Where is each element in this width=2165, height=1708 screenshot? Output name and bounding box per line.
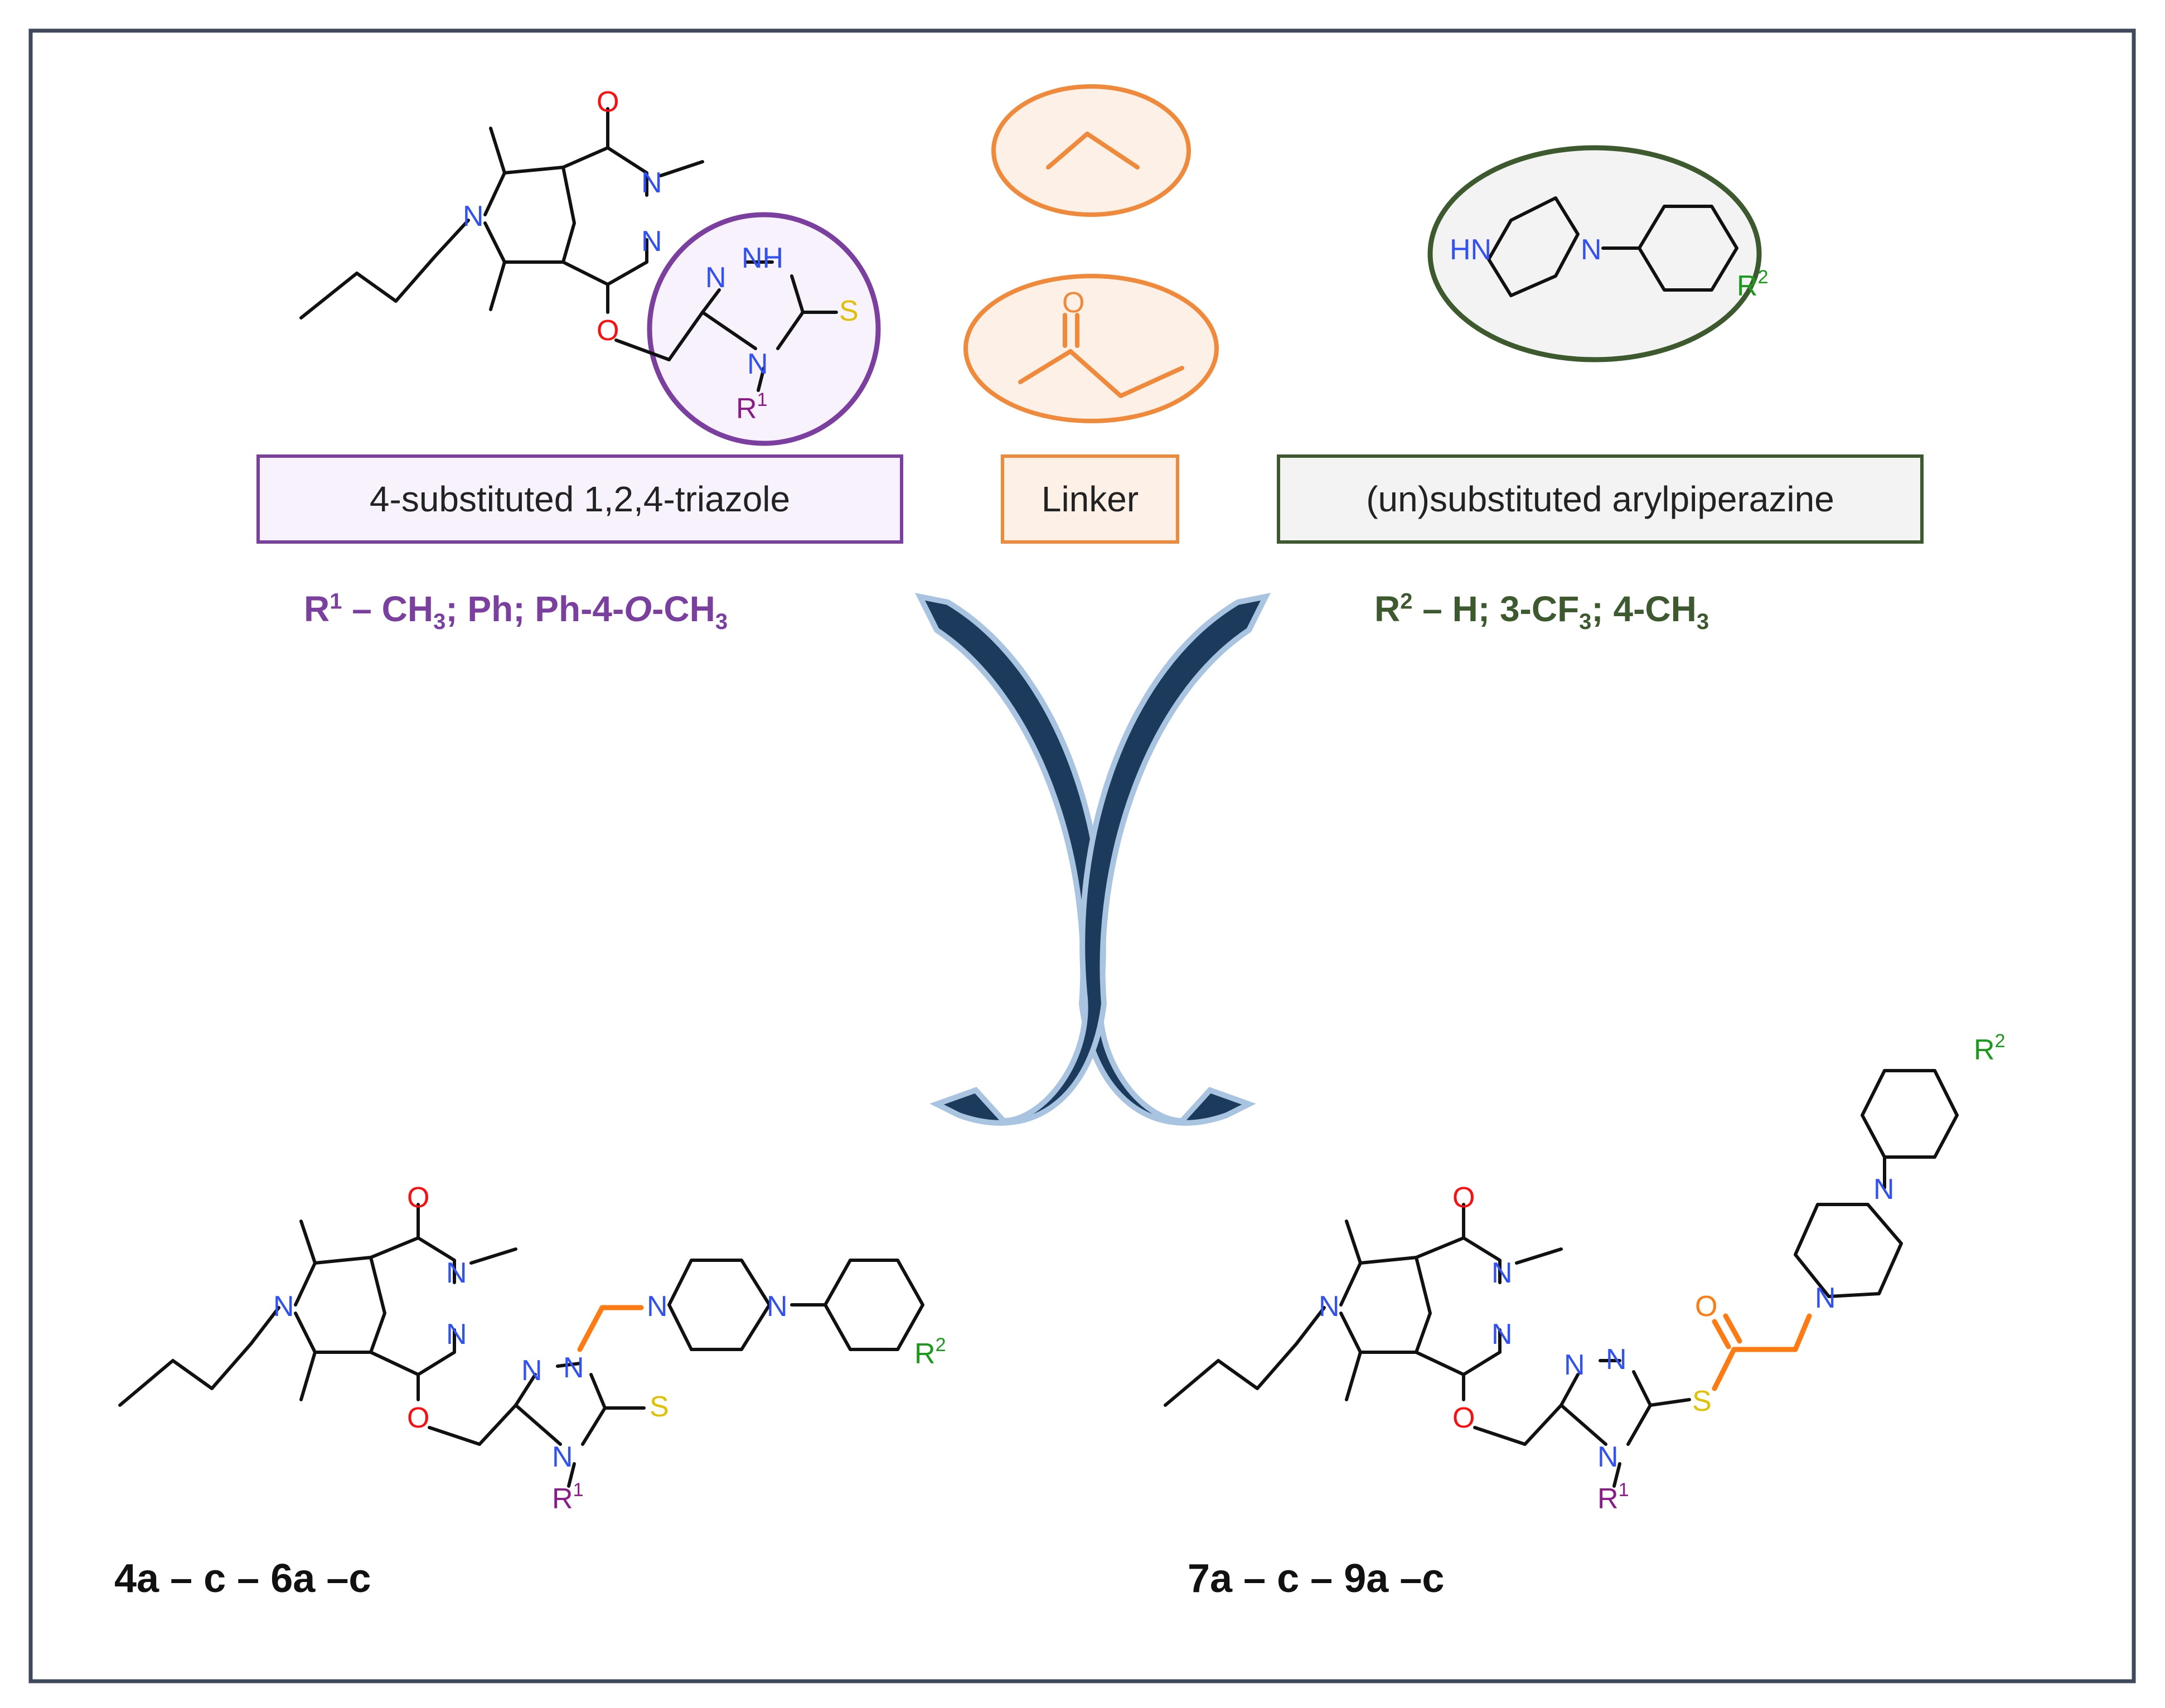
arylpiperazine-label-box: (un)substituted arylpiperazine: [1277, 454, 1924, 544]
atom-R2: R2: [1974, 1030, 2005, 1066]
arylpiperazine-ellipse: [1427, 145, 1762, 362]
atom-N: N: [446, 1318, 467, 1351]
atom-N: N: [563, 1352, 584, 1384]
compound-series-left: 4a – c – 6a –c: [114, 1556, 371, 1601]
atom-S-thione: S: [839, 295, 859, 327]
linker-atom-O: O: [1062, 287, 1084, 319]
atom-N-ring: N: [641, 225, 662, 258]
linker-ellipse-methylene: [991, 84, 1191, 217]
crossing-arrows: [914, 593, 1271, 1126]
triazole-label: 4-substituted 1,2,4-triazole: [369, 479, 791, 519]
atom-N: N: [647, 1290, 668, 1323]
atom-O-linker: O: [1695, 1290, 1717, 1323]
atom-O: O: [407, 1402, 429, 1434]
atom-N: N: [446, 1257, 467, 1289]
piperazine-atom-HN: HN: [1450, 234, 1491, 266]
atom-N: N: [1319, 1290, 1340, 1323]
arylpiperazine-structure: HN N R2: [1427, 145, 1768, 362]
atom-S: S: [1692, 1385, 1712, 1417]
outer-frame: [28, 28, 2136, 1683]
atom-N: N: [767, 1290, 788, 1323]
atom-N: N: [552, 1441, 573, 1473]
atom-R2: R2: [914, 1334, 946, 1370]
atom-O: O: [1452, 1182, 1475, 1214]
atom-N-triazole: N: [705, 262, 726, 294]
triazole-label-box: 4-substituted 1,2,4-triazole: [256, 454, 903, 544]
linker-ellipse-acetyl: [963, 274, 1219, 423]
atom-N: N: [1564, 1349, 1585, 1381]
linker-options: O: [963, 84, 1219, 423]
r1-substituents-caption: R1 – CH3; Ph; Ph-4-O-CH3: [304, 589, 728, 634]
atom-R1: R1: [552, 1479, 583, 1515]
atom-O: O: [407, 1182, 429, 1214]
atom-O-ether: O: [597, 314, 619, 347]
product-structure-right: O N N N O N N S N R1 O N N R2: [1164, 1030, 2005, 1515]
atom-O-carbonyl: O: [597, 86, 619, 118]
atom-N: N: [1606, 1343, 1627, 1376]
linker-label: Linker: [1041, 479, 1139, 519]
atom-O: O: [1452, 1402, 1475, 1434]
atom-N-pyrrole: N: [463, 200, 484, 233]
atom-S: S: [650, 1391, 669, 1423]
arrow-left-to-right: [914, 593, 1256, 1126]
atom-N-methyl: N: [641, 167, 662, 199]
arylpiperazine-label: (un)substituted arylpiperazine: [1366, 479, 1834, 519]
triazole-highlight-circle: [647, 212, 881, 446]
atom-N: N: [1491, 1318, 1513, 1351]
atom-N: N: [1873, 1173, 1895, 1206]
atom-N: N: [1597, 1441, 1619, 1473]
atom-R2: R2: [1737, 267, 1768, 302]
atom-R1: R1: [1597, 1479, 1629, 1515]
piperazine-atom-N: N: [1581, 234, 1602, 266]
atom-N: N: [273, 1290, 294, 1323]
atom-R1: R1: [736, 389, 767, 425]
atom-NH-triazole: NH: [742, 242, 783, 274]
arrow-right-to-left: [929, 593, 1271, 1126]
triazole-scaffold-structure: O N N N O N NH S N R1: [299, 86, 881, 446]
r2-substituents-caption: R2 – H; 3-CF3; 4-CH3: [1374, 589, 1709, 634]
atom-N4-triazole: N: [747, 348, 768, 380]
linker-label-box: Linker: [1001, 454, 1179, 544]
atom-N: N: [1815, 1282, 1836, 1314]
atom-N: N: [521, 1354, 543, 1387]
product-structure-left: O N N N O N N S N R1 N N R2: [118, 1182, 946, 1515]
compound-series-right: 7a – c – 9a –c: [1188, 1556, 1445, 1601]
atom-N: N: [1491, 1257, 1513, 1289]
